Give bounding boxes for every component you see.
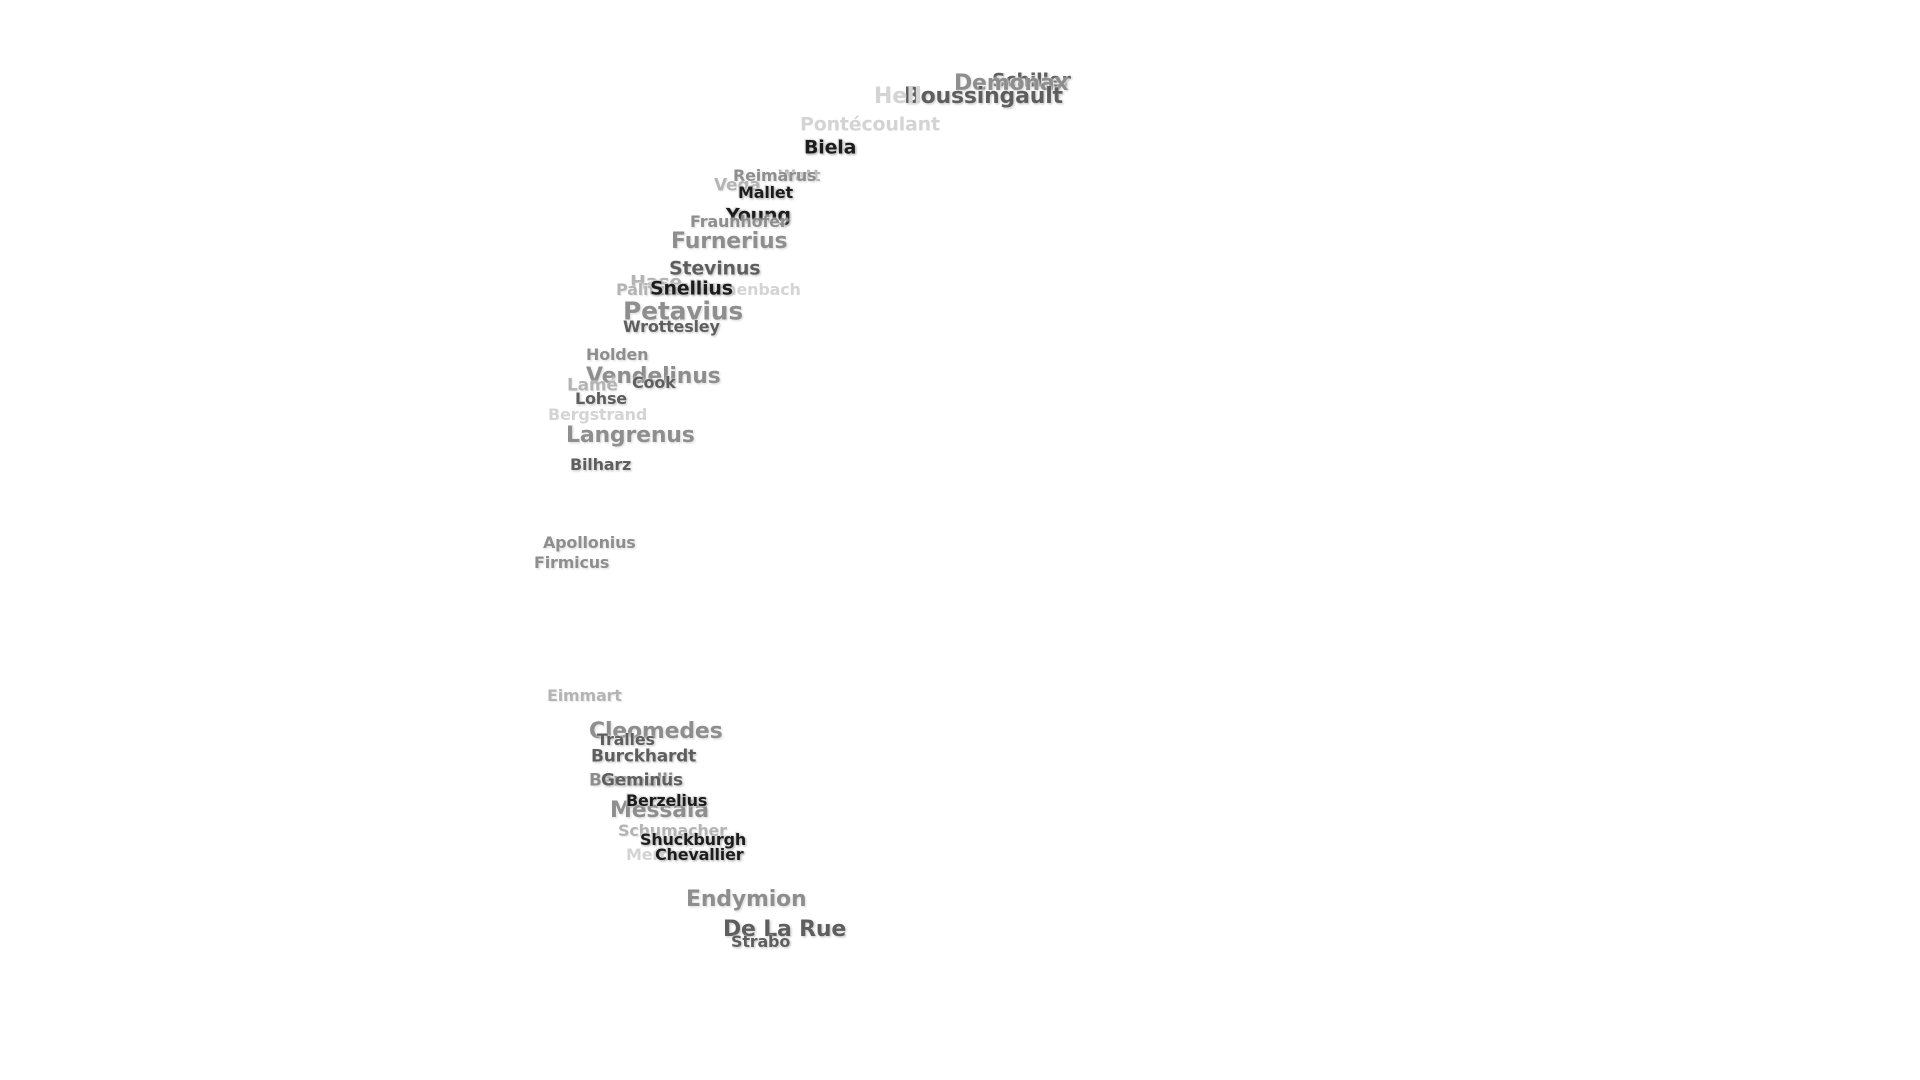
crater-label-wrottesley: Wrottesley (623, 317, 720, 336)
crater-label-strabo: Strabo (731, 932, 791, 951)
crater-label-tralles: Tralles (597, 730, 655, 749)
crater-label-berzelius: Berzelius (626, 791, 708, 810)
crater-label-boussingault: Boussingault (904, 84, 1063, 109)
crater-label-eimmart: Eimmart (547, 686, 622, 705)
crater-label-mercurius: Mercurius (626, 845, 715, 864)
crater-label-holden: Holden (586, 345, 649, 364)
crater-label-hase: Hase (630, 271, 683, 294)
crater-label-messala: Messala (610, 798, 709, 823)
crater-label-biela: Biela (804, 136, 857, 159)
crater-label-reimarus: Reimarus (733, 166, 817, 185)
crater-label-demonax: Demonax (954, 71, 1069, 96)
crater-label-snellius: Snellius (650, 277, 733, 300)
crater-label-mallet: Mallet (738, 183, 793, 202)
crater-label-schumacher: Schumacher (618, 821, 727, 840)
crater-label-lame: Lamé (567, 375, 618, 396)
crater-label-vendelinus: Vendelinus (586, 364, 721, 389)
crater-label-schiller: Schiller (992, 69, 1071, 92)
crater-label-young: Young (726, 204, 791, 227)
crater-label-reichenbach: Reichenbach (688, 280, 801, 299)
crater-label-langrenus: Langrenus (566, 423, 695, 448)
crater-label-furnerius: Furnerius (671, 229, 788, 254)
crater-label-vega: Vega (714, 175, 761, 196)
crater-label-de-la-rue: De La Rue (723, 917, 847, 942)
crater-label-burckhardt: Burckhardt (591, 746, 697, 767)
crater-label-endymion: Endymion (686, 887, 807, 912)
crater-label-bernoulli: Bernoulli (589, 770, 674, 791)
crater-label-palitzsch: Palitzsch (616, 280, 695, 299)
crater-label-watt: Watt (778, 166, 821, 185)
crater-label-bilharz: Bilharz (570, 455, 632, 474)
crater-label-shuckburgh: Shuckburgh (640, 830, 747, 849)
crater-label-stevinus: Stevinus (669, 257, 761, 280)
crater-label-geminus: Geminus (601, 770, 683, 791)
crater-label-fraunhofer: Fraunhofer (690, 212, 788, 231)
crater-label-cook: Cook (632, 373, 676, 392)
crater-label-hell: Hell (874, 84, 922, 109)
crater-label-lohse: Lohse (575, 389, 627, 408)
crater-label-firmicus: Firmicus (534, 553, 610, 572)
crater-label-chevallier: Chevallier (655, 845, 744, 864)
crater-label-apollonius: Apollonius (543, 533, 636, 552)
crater-label-bergstrand: Bergstrand (548, 405, 648, 424)
crater-label-petavius: Petavius (623, 296, 744, 326)
crater-label-pontecoulant: Pontécoulant (800, 113, 940, 136)
crater-label-cleomedes: Cleomedes (589, 719, 723, 744)
